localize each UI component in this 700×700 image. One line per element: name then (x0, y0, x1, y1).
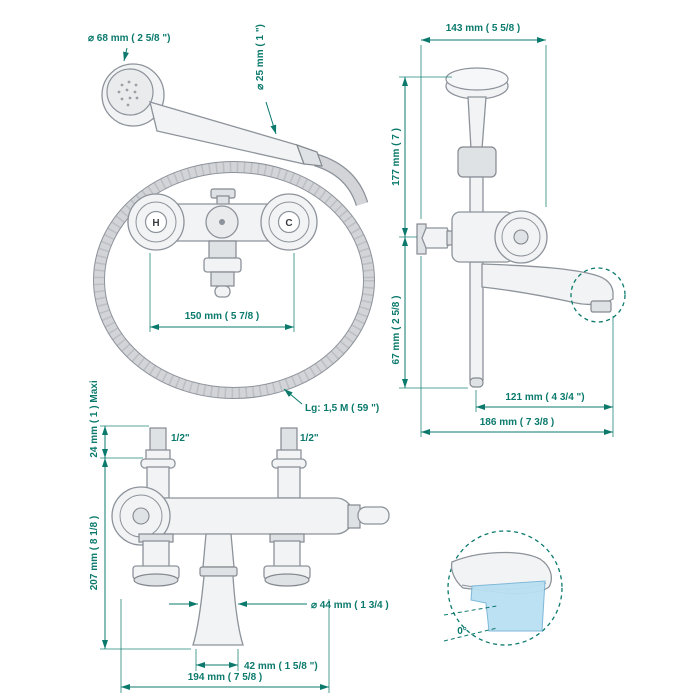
side-parts (416, 67, 626, 388)
knob-ring (501, 217, 541, 257)
detail-highlight-area (470, 580, 546, 632)
right-leg (263, 533, 311, 587)
hose-inner-edge (104, 172, 364, 388)
spray-face (106, 68, 154, 116)
knob-cap (513, 229, 529, 245)
detail-angle-line-upper (443, 605, 498, 616)
detail-reference-circle (570, 267, 626, 323)
hot-handle-hub (144, 210, 168, 234)
diverter (203, 240, 242, 298)
hot-handle-ring (135, 201, 177, 243)
slide-bar-cap (469, 377, 484, 388)
dim-tail-length: 24 mm ( 1 ) Maxi (89, 380, 100, 457)
dim-angle: 0° (457, 626, 467, 637)
cold-handle-ring (268, 201, 310, 243)
dim-total-height: 207 mm ( 8 1/8 ) (89, 516, 100, 590)
leader-head-diameter (123, 47, 129, 62)
shower-hose (93, 153, 375, 399)
leader-hose-length (283, 388, 303, 405)
bottom-view: 1/2" 1/2" 24 mm ( 1 ) Maxi 207 mm ( 8 1/… (89, 380, 390, 693)
leg (273, 540, 301, 569)
front-view: H C (88, 24, 379, 414)
dim-head-diameter: ⌀ 68 mm ( 2 5/8 ") (88, 33, 170, 44)
inlet-tail (149, 427, 167, 452)
left-knob-cap (132, 507, 150, 525)
inlet-tail (280, 427, 298, 452)
spout-flare (192, 575, 244, 646)
handle-butt (295, 144, 323, 167)
shower-handle-side (467, 96, 487, 150)
center-dot (219, 219, 225, 225)
cold-label: C (285, 218, 292, 229)
dim-spout-reach: 121 mm ( 4 3/4 ") (505, 392, 584, 403)
dim-total-depth: 186 mm ( 7 3/8 ) (480, 417, 554, 428)
cold-handle-hub (277, 210, 301, 234)
shower-head-top (445, 67, 509, 91)
dim-inlet-left: 1/2" (171, 433, 190, 444)
spout-side (481, 263, 614, 306)
foot-dome (264, 573, 310, 587)
spout-collar (199, 566, 238, 577)
detail-angle-line-lower (443, 627, 498, 642)
spout-outlet-side (590, 300, 612, 313)
hose-connector (314, 154, 368, 206)
wall-union-nut (421, 227, 452, 249)
inlet-right-assembly (271, 427, 307, 499)
hot-label: H (152, 218, 159, 229)
spray-nozzles (117, 80, 139, 107)
leader-handle-diameter (265, 101, 277, 135)
inlet-left-assembly (140, 427, 176, 499)
dim-spout-offset: 42 mm ( 1 5/8 ") (244, 661, 318, 672)
leg (142, 540, 170, 569)
detail-view: 0° (443, 530, 563, 646)
side-view: 143 mm ( 5 5/8 ) 177 mm ( 7 ) 67 mm ( 2 … (391, 23, 626, 437)
dim-inlet-right: 1/2" (300, 433, 319, 444)
shower-holder-bracket (457, 146, 497, 178)
hose-ribs (93, 161, 375, 399)
diverter-outlet (214, 285, 231, 298)
diverter-lower (210, 271, 235, 287)
shower-handle (149, 101, 306, 165)
cold-handle: C (260, 193, 318, 251)
dim-centers-distance: 194 mm ( 7 5/8 ) (188, 672, 262, 683)
foot-dome (133, 573, 179, 587)
detail-circle (447, 530, 563, 646)
inlet-union (277, 466, 301, 499)
slide-bar-lower (469, 261, 484, 381)
hose-outer-edge (93, 161, 375, 399)
dim-height-upper: 177 mm ( 7 ) (391, 128, 402, 186)
hot-handle: H (127, 193, 185, 251)
dim-hose-length: Lg: 1,5 M ( 59 ") (305, 403, 379, 414)
dim-handle-spacing: 150 mm ( 5 7/8 ) (185, 311, 259, 322)
slide-bar-upper (469, 176, 484, 214)
left-leg (132, 533, 180, 587)
diverter-body (203, 257, 242, 273)
spout-stem (202, 533, 235, 568)
dim-depth: 143 mm ( 5 5/8 ) (446, 23, 520, 34)
diverter-neck (208, 240, 237, 259)
dim-spout-diameter: ⌀ 44 mm ( 1 3/4 ) (311, 600, 389, 611)
tub-spout (192, 533, 244, 646)
dim-height-lower: 67 mm ( 2 5/8 ) (391, 296, 402, 365)
dim-handle-diameter: ⌀ 25 mm ( 1 ") (255, 24, 266, 90)
lever-handle (357, 506, 390, 525)
hand-shower (101, 63, 323, 167)
faucet-body-front: H C (127, 188, 318, 298)
